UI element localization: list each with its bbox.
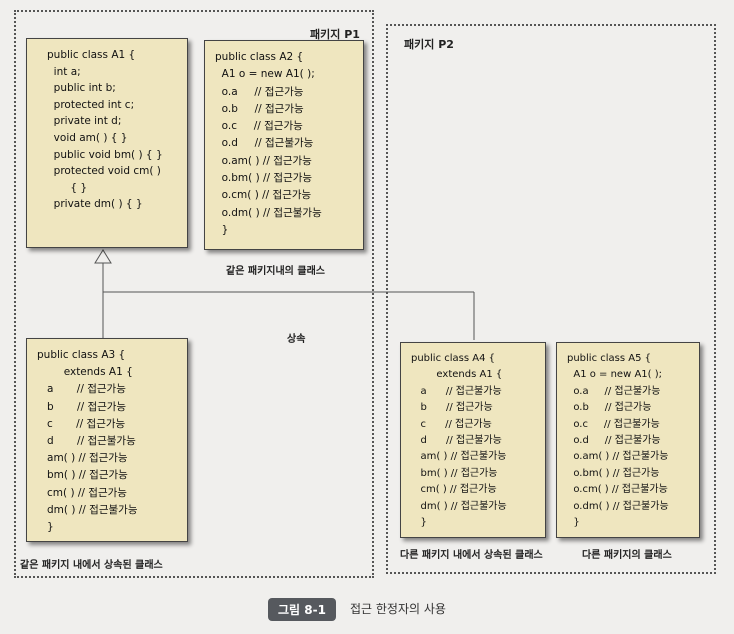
code-line: o.c // 접근가능 [215,120,303,133]
code-line: void am( ) { } [47,131,128,144]
class-a2-card: public class A2 { A1 o = new A1( ); o.a … [204,40,364,250]
code-line: A1 o = new A1( ); [215,68,315,81]
caption-a3: 같은 패키지 내에서 상속된 클래스 [20,560,163,571]
code-line: int a; [47,65,81,78]
code-line: public int b; [47,82,116,95]
code-line: public class A5 { [567,353,652,364]
code-line: } [567,517,580,529]
code-line: c // 접근가능 [411,418,492,430]
code-line: o.am( ) // 접근불가능 [567,451,669,463]
code-line: o.dm( ) // 접근불가능 [567,500,669,512]
code-line: o.bm( ) // 접근가능 [567,467,660,479]
code-line: } [37,521,54,534]
code-line: d // 접근불가능 [411,435,502,447]
class-a1-card: public class A1 { int a; public int b; p… [26,38,188,248]
code-line: c // 접근가능 [37,417,126,430]
code-line: o.b // 접근가능 [567,402,652,414]
code-line: public class A3 { [37,349,126,361]
package-p2-frame [386,24,716,574]
code-line: o.a // 접근불가능 [567,385,661,397]
code-line: o.am( ) // 접근가능 [215,154,312,167]
code-line: b // 접근가능 [37,400,127,413]
code-line: o.a // 접근가능 [215,85,304,98]
package-p2-label: 패키지 P2 [404,38,454,51]
code-line: } [411,517,427,529]
code-line: cm( ) // 접근가능 [37,486,127,499]
class-a4-card: public class A4 { extends A1 { a // 접근불가… [400,342,546,538]
figure-title: 접근 한정자의 사용 [350,602,446,616]
class-a5-card: public class A5 { A1 o = new A1( ); o.a … [556,342,700,538]
code-line: bm( ) // 접근가능 [411,467,498,479]
code-line: public class A2 { [215,51,304,63]
code-line: private int d; [47,115,122,128]
code-line: } [215,223,229,236]
code-line: bm( ) // 접근가능 [37,469,128,482]
code-line: o.cm( ) // 접근가능 [215,189,312,202]
code-line: dm( ) // 접근불가능 [411,500,507,512]
caption-a4: 다른 패키지 내에서 상속된 클래스 [400,550,543,561]
code-line: a // 접근가능 [37,383,126,396]
figure-number-badge: 그림 8-1 [268,598,336,621]
code-line: am( ) // 접근가능 [37,452,128,465]
code-line: d // 접근불가능 [37,435,136,448]
code-line: o.dm( ) // 접근불가능 [215,206,322,219]
code-line: o.d // 접근불가능 [567,435,661,447]
package-p1-frame [14,10,374,578]
code-line: o.c // 접근불가능 [567,418,660,430]
code-line: protected int c; [47,98,135,111]
code-line: extends A1 { [411,369,503,381]
code-line: { } [47,181,88,194]
caption-a2: 같은 패키지내의 클래스 [226,266,325,277]
code-line: public void bm( ) { } [47,148,163,161]
code-line: o.cm( ) // 접근불가능 [567,484,668,496]
package-p1-label: 패키지 P1 [310,28,360,41]
class-a3-card: public class A3 { extends A1 { a // 접근가능… [26,338,188,542]
code-line: extends A1 { [37,366,133,379]
code-line: public class A1 { [47,49,136,61]
code-line: protected void cm( ) [47,165,161,178]
code-line: am( ) // 접근불가능 [411,451,507,463]
caption-a5: 다른 패키지의 클래스 [582,550,672,561]
code-line: dm( ) // 접근불가능 [37,503,138,516]
code-line: A1 o = new A1( ); [567,369,662,381]
code-line: o.b // 접근가능 [215,102,304,115]
code-line: b // 접근가능 [411,402,493,414]
code-line: o.bm( ) // 접근가능 [215,172,313,185]
inheritance-label: 상속 [287,334,306,345]
code-line: a // 접근불가능 [411,385,502,397]
code-line: o.d // 접근불가능 [215,137,314,150]
code-line: private dm( ) { } [47,198,143,211]
code-line: public class A4 { [411,353,496,364]
code-line: cm( ) // 접근가능 [411,484,497,496]
